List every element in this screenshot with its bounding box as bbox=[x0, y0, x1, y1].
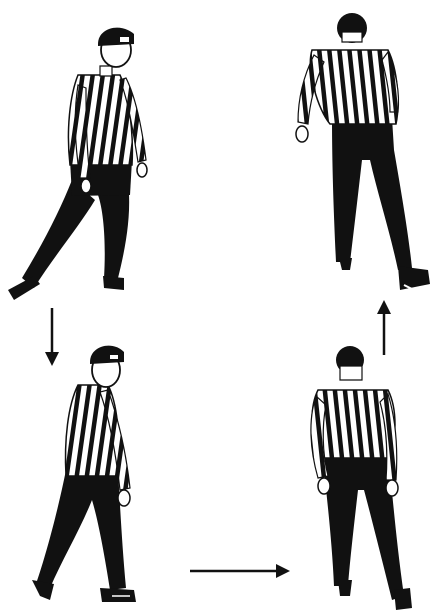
arrow-up-icon bbox=[377, 300, 391, 355]
referee-figure-top-left bbox=[8, 28, 147, 300]
arrow-down-icon bbox=[45, 308, 59, 366]
referee-figure-top-right bbox=[296, 13, 430, 290]
referee-figure-bottom-right bbox=[311, 346, 412, 610]
arrow-right-icon bbox=[190, 564, 290, 578]
referee-figure-bottom-left bbox=[32, 346, 136, 602]
